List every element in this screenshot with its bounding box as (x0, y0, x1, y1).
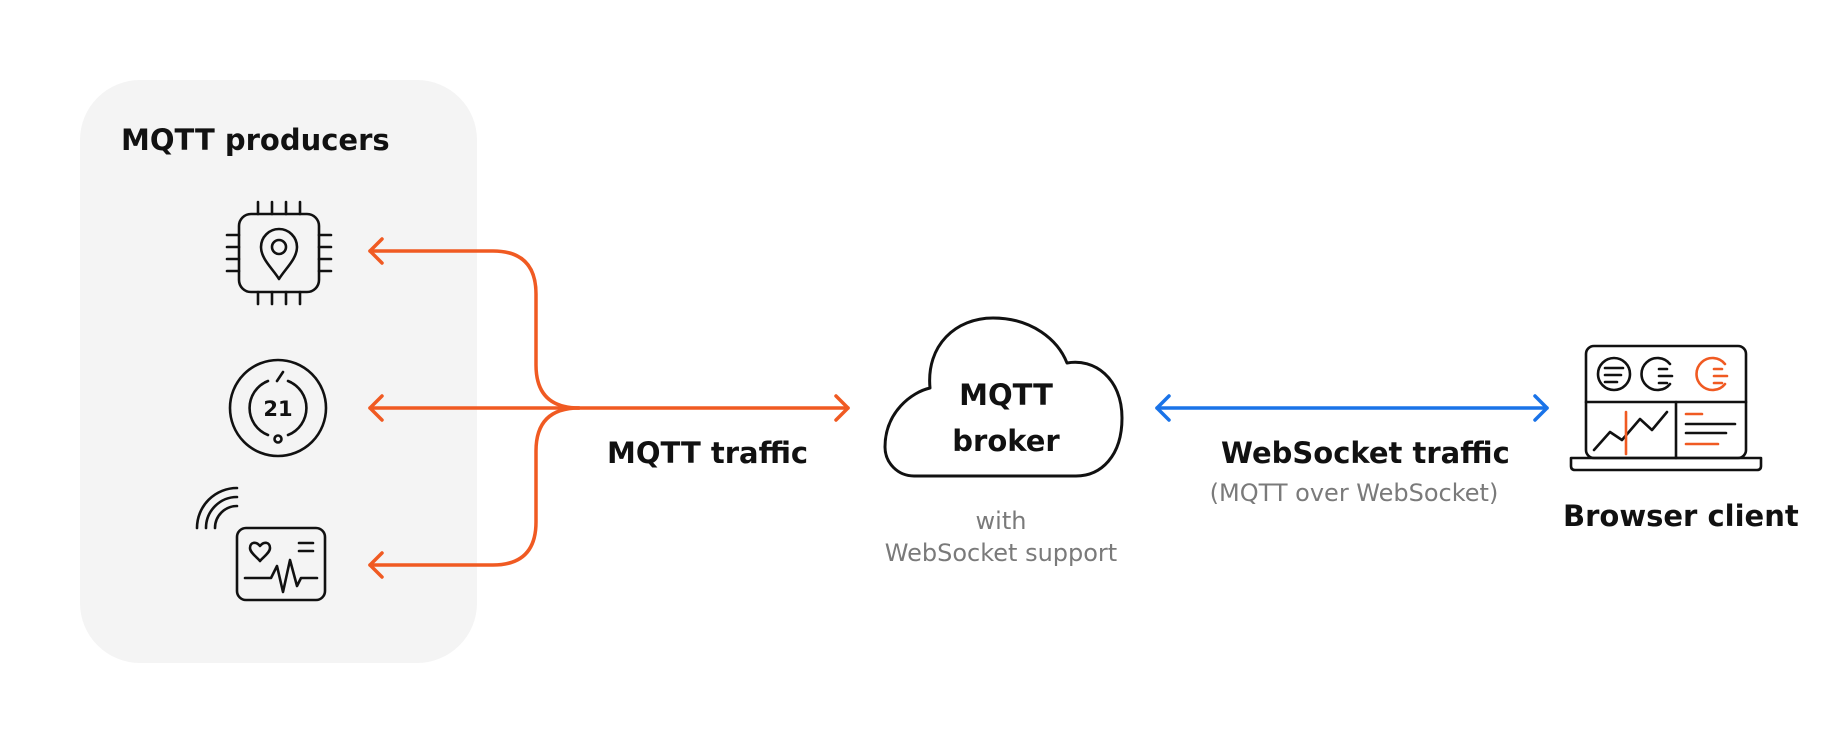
broker-note-line1: with (975, 507, 1027, 535)
dashboard-laptop-icon (1569, 344, 1763, 472)
websocket-traffic-label: WebSocket traffic (1221, 436, 1510, 470)
gauge-widget-3 (1695, 356, 1727, 392)
arrowhead-gps (368, 237, 384, 265)
broker-name-line2: broker (952, 424, 1060, 458)
arrowhead-ws-broker (1155, 394, 1171, 422)
arrowhead-broker (834, 394, 850, 422)
health-monitor-icon (195, 486, 327, 602)
mqtt-link-gps (368, 249, 581, 410)
broker-note: with WebSocket support (860, 505, 1142, 569)
heart-icon (248, 541, 272, 563)
thermostat-value: 21 (263, 397, 292, 421)
gauge-widget-2 (1640, 356, 1672, 392)
arrowhead-health (368, 551, 384, 579)
broker-note-line2: WebSocket support (884, 539, 1118, 567)
broker-cloud-icon (883, 316, 1124, 478)
broker-name: MQTT broker (895, 372, 1117, 464)
producers-title: MQTT producers (121, 123, 390, 157)
mqtt-connectors (368, 237, 850, 579)
laptop-base (1569, 456, 1763, 472)
mqtt-link-health (368, 406, 581, 567)
broker-name-line1: MQTT (959, 378, 1053, 412)
signal-wave-inner (213, 504, 239, 530)
arrowhead-ws-client (1533, 394, 1549, 422)
websocket-connector (1155, 394, 1549, 422)
gps-chip-icon (225, 200, 333, 306)
pulse-line (243, 558, 319, 594)
location-pin-icon (259, 227, 299, 281)
signal-wave-outer (195, 486, 239, 530)
mqtt-traffic-label: MQTT traffic (607, 436, 809, 470)
websocket-traffic-note: (MQTT over WebSocket) (1209, 479, 1499, 507)
arrowhead-thermostat (368, 394, 384, 422)
gauge-widget-1 (1596, 356, 1632, 392)
thermostat-icon (228, 358, 328, 458)
line-chart-widget (1592, 410, 1669, 452)
dashboard-accent (1624, 356, 1729, 456)
signal-wave-middle (204, 495, 239, 530)
browser-client-label: Browser client (1563, 499, 1799, 533)
